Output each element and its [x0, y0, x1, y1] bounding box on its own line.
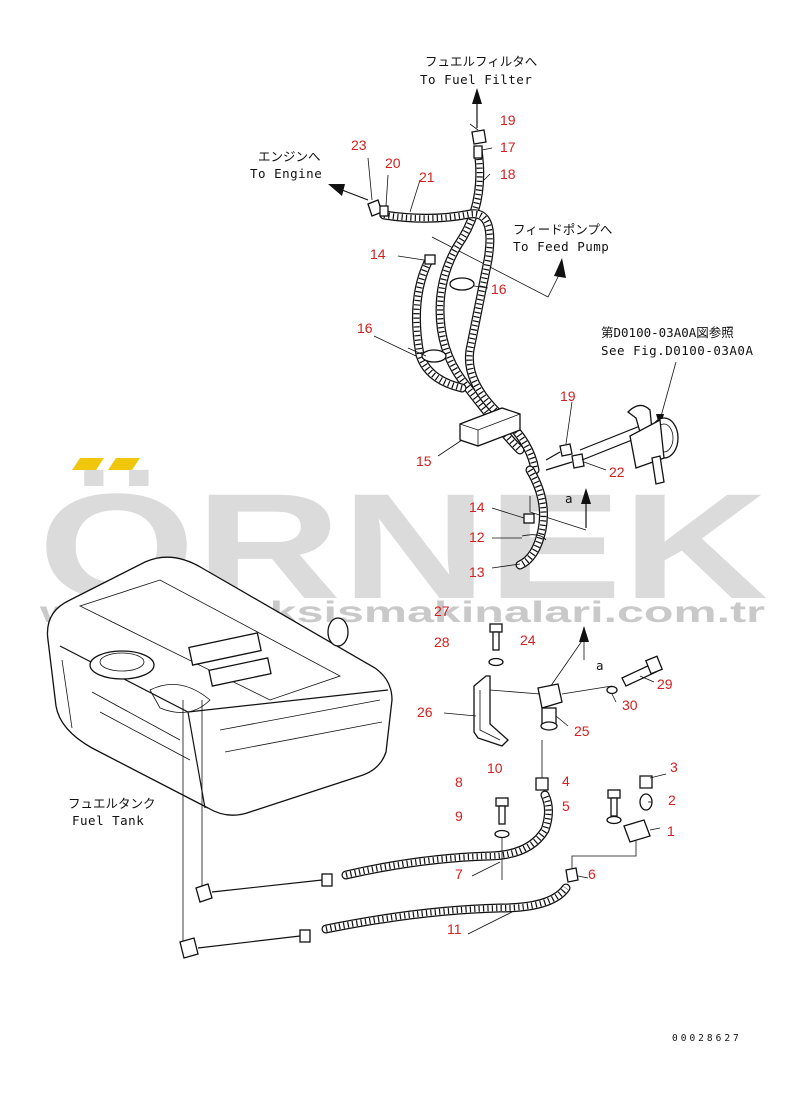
parts: [179, 129, 679, 959]
part-14-clip-lower: [523, 513, 535, 524]
callout-18: 18: [500, 166, 516, 182]
note-fuel-filter-en: To Fuel Filter: [420, 72, 532, 87]
part-4-bolt: [607, 789, 621, 817]
arrow-to-fuel-filter: [472, 88, 482, 128]
callout-19-top: 19: [500, 112, 516, 128]
callout-5: 5: [562, 798, 570, 814]
note-feed-pump-jp: フィードポンプへ: [513, 222, 612, 237]
watermark-accent-mark: [108, 458, 140, 470]
callout-15: 15: [416, 453, 432, 469]
note-see-fig-jp: 第D0100-03A0A図参照: [601, 325, 734, 340]
callout-14-upper: 14: [370, 246, 386, 262]
callout-6: 6: [588, 866, 596, 882]
callout-13: 13: [469, 564, 485, 580]
fuel-tank: [46, 556, 393, 945]
part-14-clip-upper: [424, 254, 436, 265]
hose-7: [341, 790, 553, 880]
callout-19-right: 19: [560, 388, 576, 404]
arrow-view-a-bottom: [547, 626, 589, 691]
part-6-fitting: [565, 867, 579, 883]
tank-fitting-upper: [195, 873, 333, 903]
callout-22: 22: [609, 464, 625, 480]
callout-20: 20: [385, 155, 401, 171]
arrow-to-engine: [328, 184, 369, 201]
part-26-bracket: [473, 675, 509, 747]
part-17-nipple: [473, 145, 483, 159]
fuel-tank-filler-cap: [89, 650, 155, 680]
view-a-label-bottom: a: [596, 658, 604, 673]
part-16-clamp-right: [449, 277, 475, 291]
hose-13: [515, 465, 548, 570]
callout-3: 3: [670, 759, 678, 775]
leader-lines: [367, 123, 667, 935]
hose-11: [321, 883, 571, 934]
callout-1: 1: [667, 823, 675, 839]
part-29-bolt: [621, 655, 664, 687]
callout-9: 9: [455, 808, 463, 824]
note-see-fig-en: See Fig.D0100-03A0A: [601, 343, 754, 358]
part-1-adapter: [623, 819, 651, 843]
callout-25: 25: [574, 723, 590, 739]
part-9-washer: [494, 829, 510, 839]
callout-4: 4: [562, 773, 570, 789]
fuel-tank-side-port: [327, 617, 349, 647]
callout-10: 10: [487, 760, 503, 776]
part-15-bracket: [459, 407, 521, 447]
part-24-valve: [489, 683, 613, 731]
callout-16-left: 16: [357, 320, 373, 336]
fuel-tank-plate: [188, 632, 262, 666]
note-fuel-tank-jp: フュエルタンク: [68, 796, 156, 811]
part-22-fitting: [571, 453, 585, 469]
callout-2: 2: [668, 792, 676, 808]
part-30-washer: [606, 685, 618, 695]
callout-28: 28: [434, 634, 450, 650]
part-5-washer: [606, 815, 622, 825]
sheet-number: 00028627: [672, 1033, 742, 1044]
flow-arrows: [328, 88, 677, 691]
callout-14-lower: 14: [469, 499, 485, 515]
note-feed-pump-en: To Feed Pump: [513, 239, 609, 254]
fuel-tank-body: [46, 556, 393, 816]
callout-29: 29: [657, 676, 673, 692]
fuel-filter-assembly: [579, 404, 679, 485]
part-20-nipple: [379, 205, 389, 217]
callout-numbers: 19 17 18 23 20 21 14 16 16 19 15 22 14 1…: [351, 112, 678, 937]
note-engine-jp: エンジンへ: [258, 149, 321, 164]
callout-24: 24: [520, 632, 536, 648]
part-19-clip-top: [471, 129, 487, 145]
part-27-bolt: [489, 623, 503, 651]
part-12-band: [521, 534, 547, 541]
callout-12: 12: [469, 529, 485, 545]
hoses: [321, 145, 571, 934]
fuel-tank-plate: [208, 657, 272, 687]
note-fuel-tank-en: Fuel Tank: [72, 813, 144, 828]
callout-17: 17: [500, 139, 516, 155]
part-3-cap: [639, 775, 653, 789]
note-engine-en: To Engine: [250, 166, 322, 181]
part-19-clip-right: [559, 443, 573, 457]
hose-left-branch: [411, 257, 467, 393]
annotation-notes: フュエルフィルタへ To Fuel Filter エンジンへ To Engine…: [68, 54, 754, 1044]
part-8-bolt: [495, 797, 509, 825]
watermark-accent-mark: [72, 458, 104, 470]
callout-7: 7: [455, 866, 463, 882]
tank-fitting-lower: [179, 929, 311, 959]
callout-8: 8: [455, 774, 463, 790]
callout-27: 27: [434, 603, 450, 619]
callout-26: 26: [417, 704, 433, 720]
part-28-washer: [488, 657, 504, 667]
callout-30: 30: [622, 697, 638, 713]
view-a-label-top: a: [565, 491, 573, 506]
part-16-clamp-left: [421, 349, 447, 363]
arrow-view-a-top: [529, 488, 591, 531]
arrow-to-feed-pump: [431, 236, 566, 298]
callout-23: 23: [351, 137, 367, 153]
callout-11: 11: [447, 921, 462, 937]
callout-21: 21: [419, 169, 435, 185]
note-fuel-filter-jp: フュエルフィルタへ: [425, 54, 537, 69]
callout-16-right: 16: [491, 281, 507, 297]
part-10-clip: [535, 777, 549, 791]
